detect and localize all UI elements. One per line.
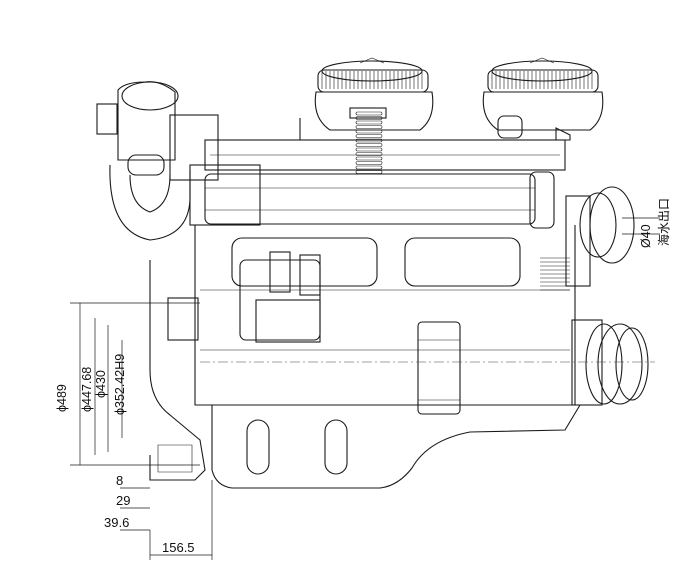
bellows-ring [355,152,383,156]
dim-39-6: 39.6 [104,515,129,530]
dim-phi447-68: ϕ447.68 [80,367,94,412]
bellows-ring [355,120,383,125]
bellows-ring [355,129,383,134]
outlet-label: 海水出口 [656,198,671,246]
dim-phi430: ϕ430 [94,370,108,398]
flywheel-housing [149,260,206,481]
dim-156-5: 156.5 [162,540,195,555]
starter-motor [239,251,321,343]
dimension-lines [70,217,660,560]
air-filter-fins-left [321,71,423,89]
dim-phi352-42h9: ϕ352.42H9 [113,354,127,415]
bellows-ring [355,125,383,129]
dim-phi489: ϕ489 [55,384,69,412]
cylinder-head [189,118,571,226]
bellows-ring [355,116,383,120]
dim-8: 8 [116,473,123,488]
turbocharger [96,81,219,241]
air-filter-fins-right [491,71,593,89]
air-filter-left [314,57,434,131]
bellows-ring [355,134,383,138]
front-pulleys [565,186,649,406]
engine-block [194,225,576,406]
oil-filter [417,321,461,415]
air-filter-right [482,57,604,139]
dim-29: 29 [116,493,130,508]
intake-bellows [355,111,383,174]
outlet-diameter: Ø40 [639,224,653,248]
bellows-ring [355,165,383,170]
bellows-ring [355,147,383,152]
bellows-ring [355,111,383,116]
oil-pan [211,404,581,489]
bellows-ring [355,143,383,147]
bellows-ring [355,170,383,174]
exhaust-manifold [204,171,555,229]
bellows-ring [355,161,383,165]
bellows-ring [355,156,383,161]
